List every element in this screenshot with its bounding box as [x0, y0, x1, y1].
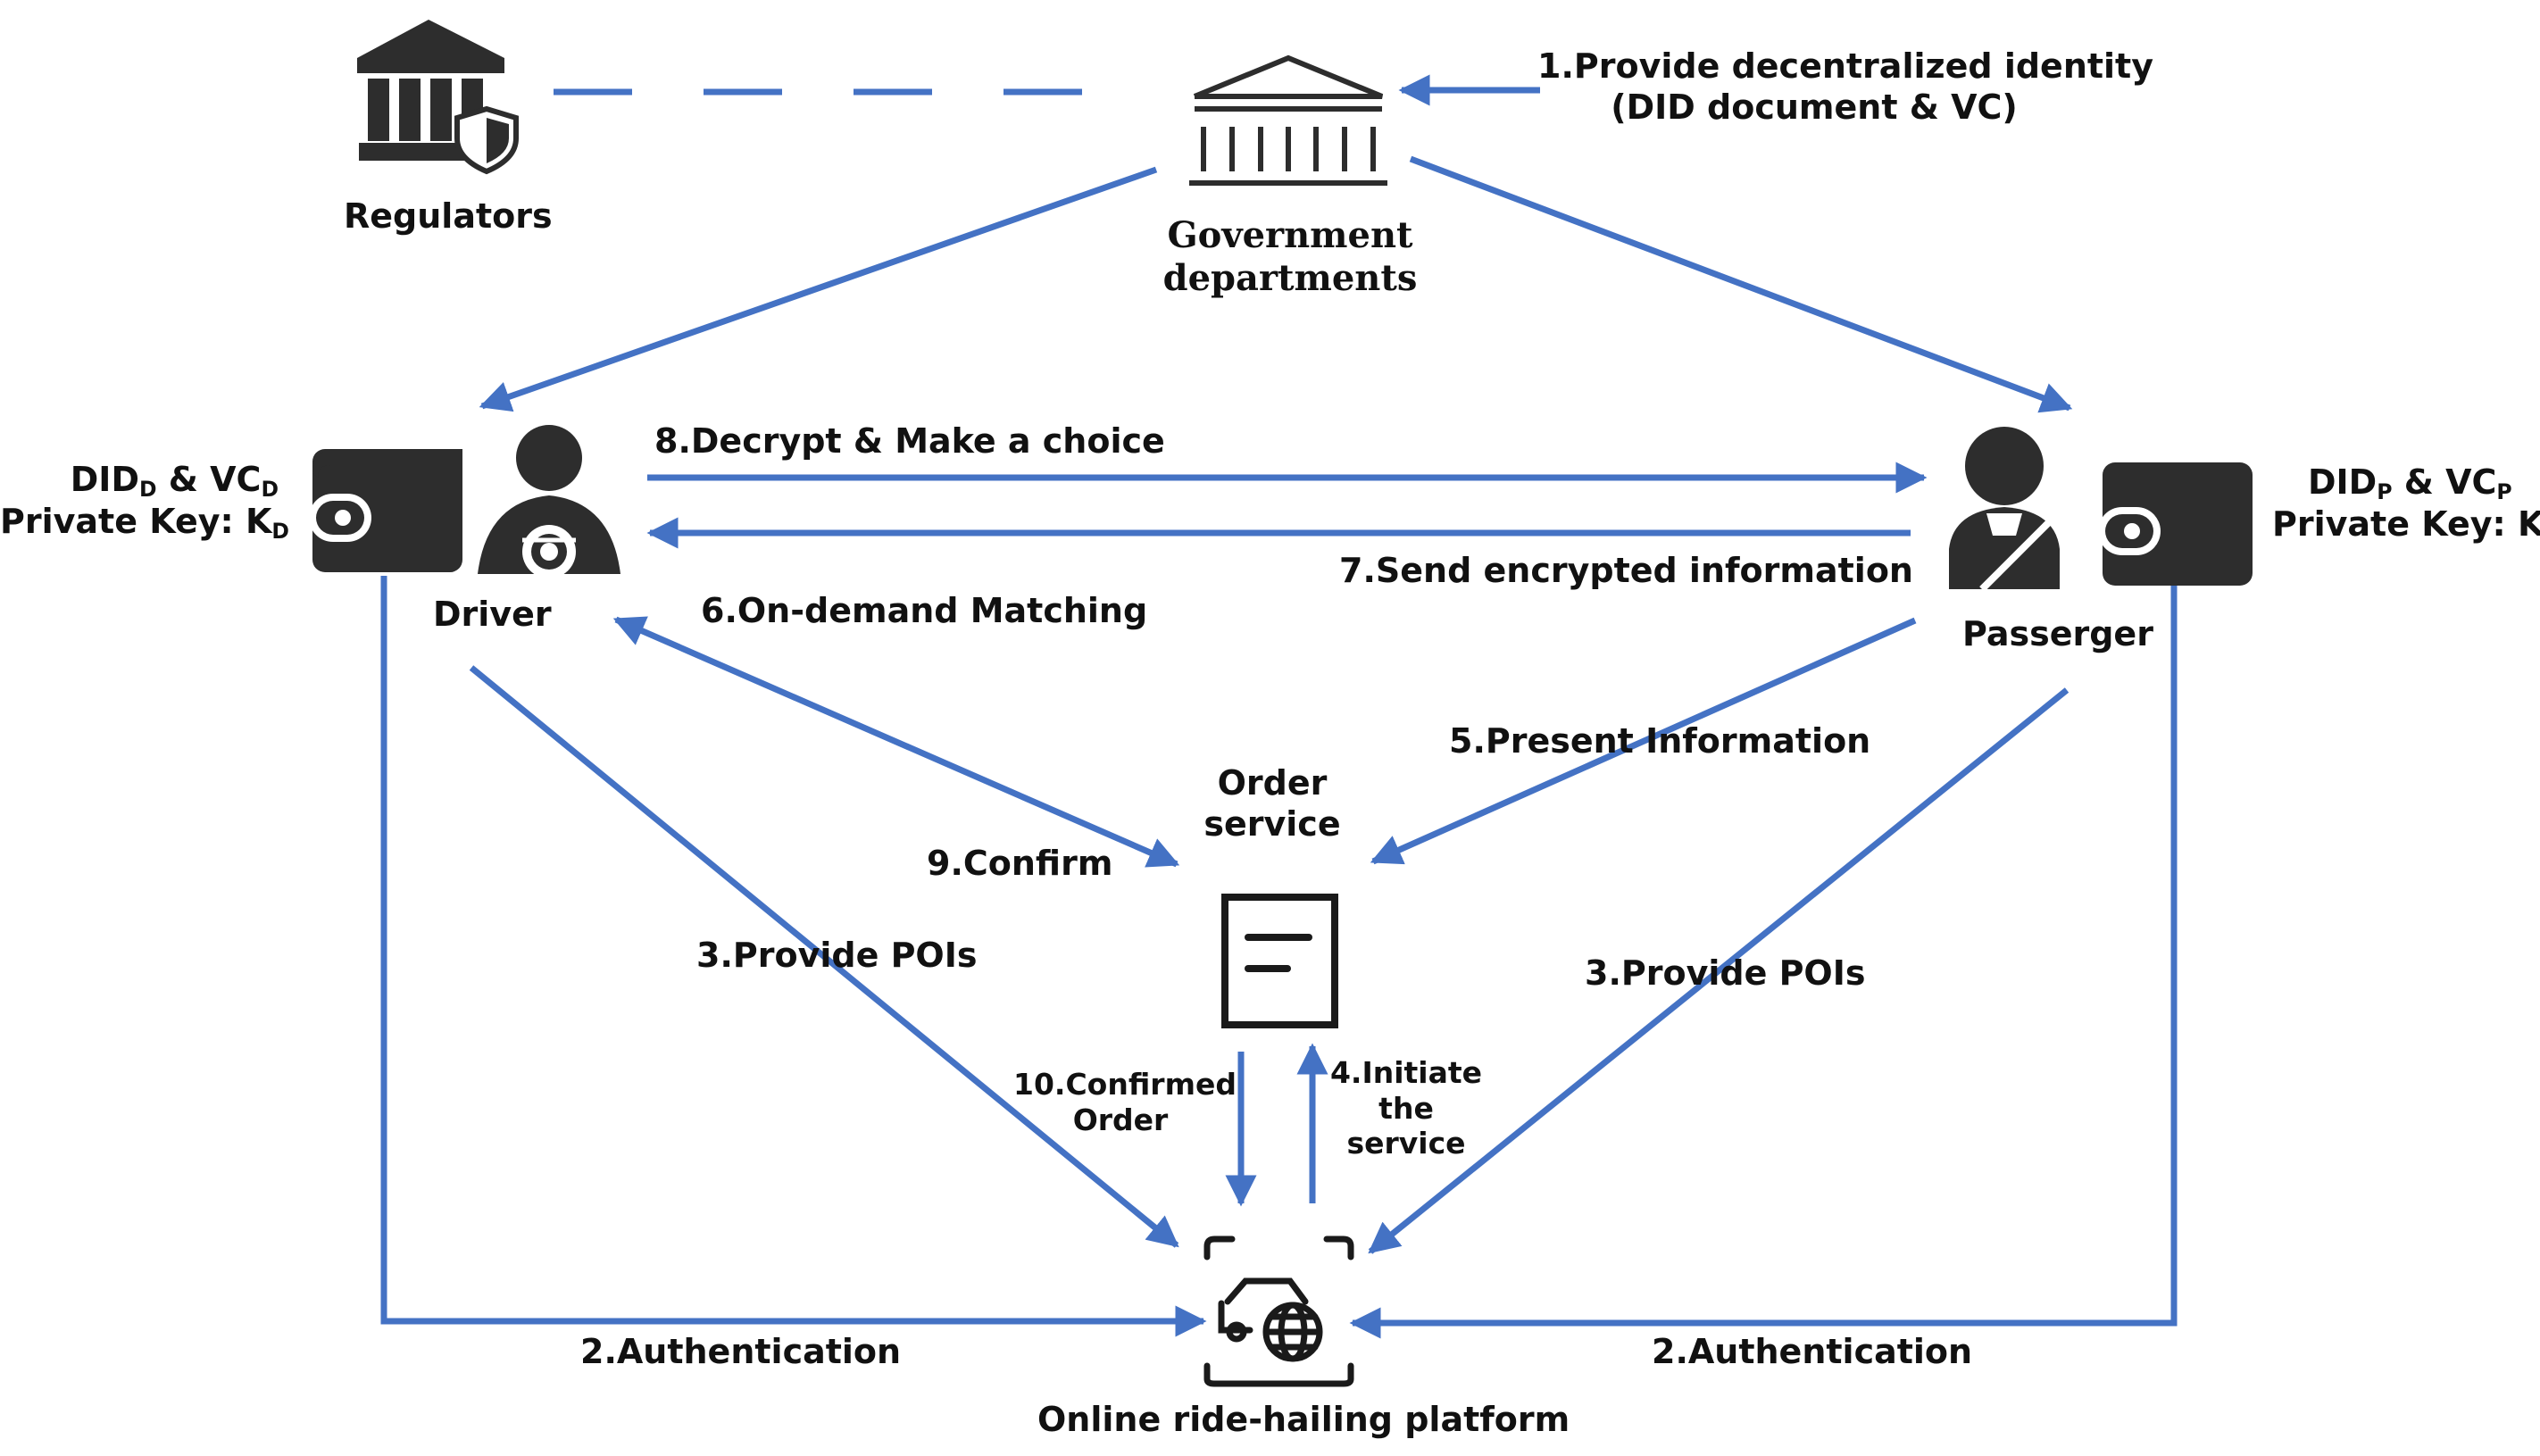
- bank-with-shield-icon: [357, 20, 519, 175]
- driver-private-key: Private Key: KD: [0, 502, 289, 545]
- wallet-icon: [2098, 462, 2253, 586]
- order-service-label: Order service: [1183, 763, 1362, 844]
- step-10-line2: Order: [1072, 1102, 1169, 1137]
- driver-did-vc: DIDD & VCD: [70, 460, 279, 502]
- arrow-driver-authentication: [380, 576, 1207, 1337]
- arrow-on-demand-matching: [612, 616, 1180, 868]
- government-building-icon: [1189, 54, 1387, 186]
- order-service-label-line1: Order: [1217, 763, 1328, 803]
- arrow-passenger-pois: [1368, 687, 2069, 1254]
- step-4-label: 4.Initiate the service: [1321, 1055, 1491, 1161]
- passenger-credentials: DIDP & VCP Private Key: KP: [2272, 462, 2540, 546]
- step-2-right-label: 2.Authentication: [1652, 1332, 1973, 1371]
- step-3-right-label: 3.Provide POIs: [1585, 953, 1866, 993]
- passenger-did-vc: DIDP & VCP: [2308, 462, 2512, 504]
- step-4-line1: 4.Initiate: [1329, 1055, 1483, 1090]
- passenger-private-key: Private Key: KP: [2272, 504, 2540, 545]
- arrow-passenger-authentication: [1349, 580, 2178, 1339]
- government-label-line1: Government: [1167, 214, 1413, 256]
- step-1-line1: 1.Provide decentralized identity: [1537, 46, 2153, 86]
- driver-label: Driver: [433, 595, 552, 634]
- step-4-line2: the: [1378, 1090, 1434, 1126]
- platform-label: Online ride-hailing platform: [1037, 1400, 1570, 1439]
- wallet-icon: [309, 449, 462, 572]
- step-10-line1: 10.Confirmed: [1013, 1067, 1237, 1102]
- document-icon: [1221, 894, 1338, 1028]
- step-9-label: 9.Confirm: [927, 844, 1113, 883]
- step-10-label: 10.Confirmed Order: [1013, 1067, 1237, 1137]
- step-8-label: 8.Decrypt & Make a choice: [654, 421, 1165, 461]
- passenger-person-icon: [1949, 427, 2060, 592]
- arrow-present-information: [1370, 617, 1917, 865]
- step-4-line3: service: [1346, 1126, 1466, 1161]
- step-3-left-label: 3.Provide POIs: [696, 936, 978, 975]
- step-6-label: 6.On-demand Matching: [701, 591, 1148, 630]
- regulators-label: Regulators: [344, 196, 553, 236]
- arrow-driver-pois: [469, 665, 1179, 1248]
- order-service-label-line2: service: [1203, 803, 1341, 844]
- step-7-label: 7.Send encrypted information: [1339, 551, 1913, 590]
- government-label-line2: departments: [1162, 257, 1418, 299]
- passenger-label: Passerger: [1962, 614, 2153, 653]
- step-1-label: 1.Provide decentralized identity (DID do…: [1537, 46, 2153, 128]
- government-label: Government departments: [1161, 214, 1420, 300]
- step-2-left-label: 2.Authentication: [580, 1332, 902, 1371]
- driver-credentials: DIDD & VCD Private Key: KD: [0, 460, 289, 545]
- car-globe-icon: [1203, 1236, 1354, 1387]
- arrow-gov-to-driver: [479, 166, 1158, 412]
- step-1-line2: (DID document & VC): [1611, 87, 2018, 127]
- driver-steering-wheel-icon: [478, 425, 620, 578]
- arrow-gov-to-passenger: [1409, 155, 2073, 413]
- step-5-label: 5.Present Information: [1449, 721, 1871, 761]
